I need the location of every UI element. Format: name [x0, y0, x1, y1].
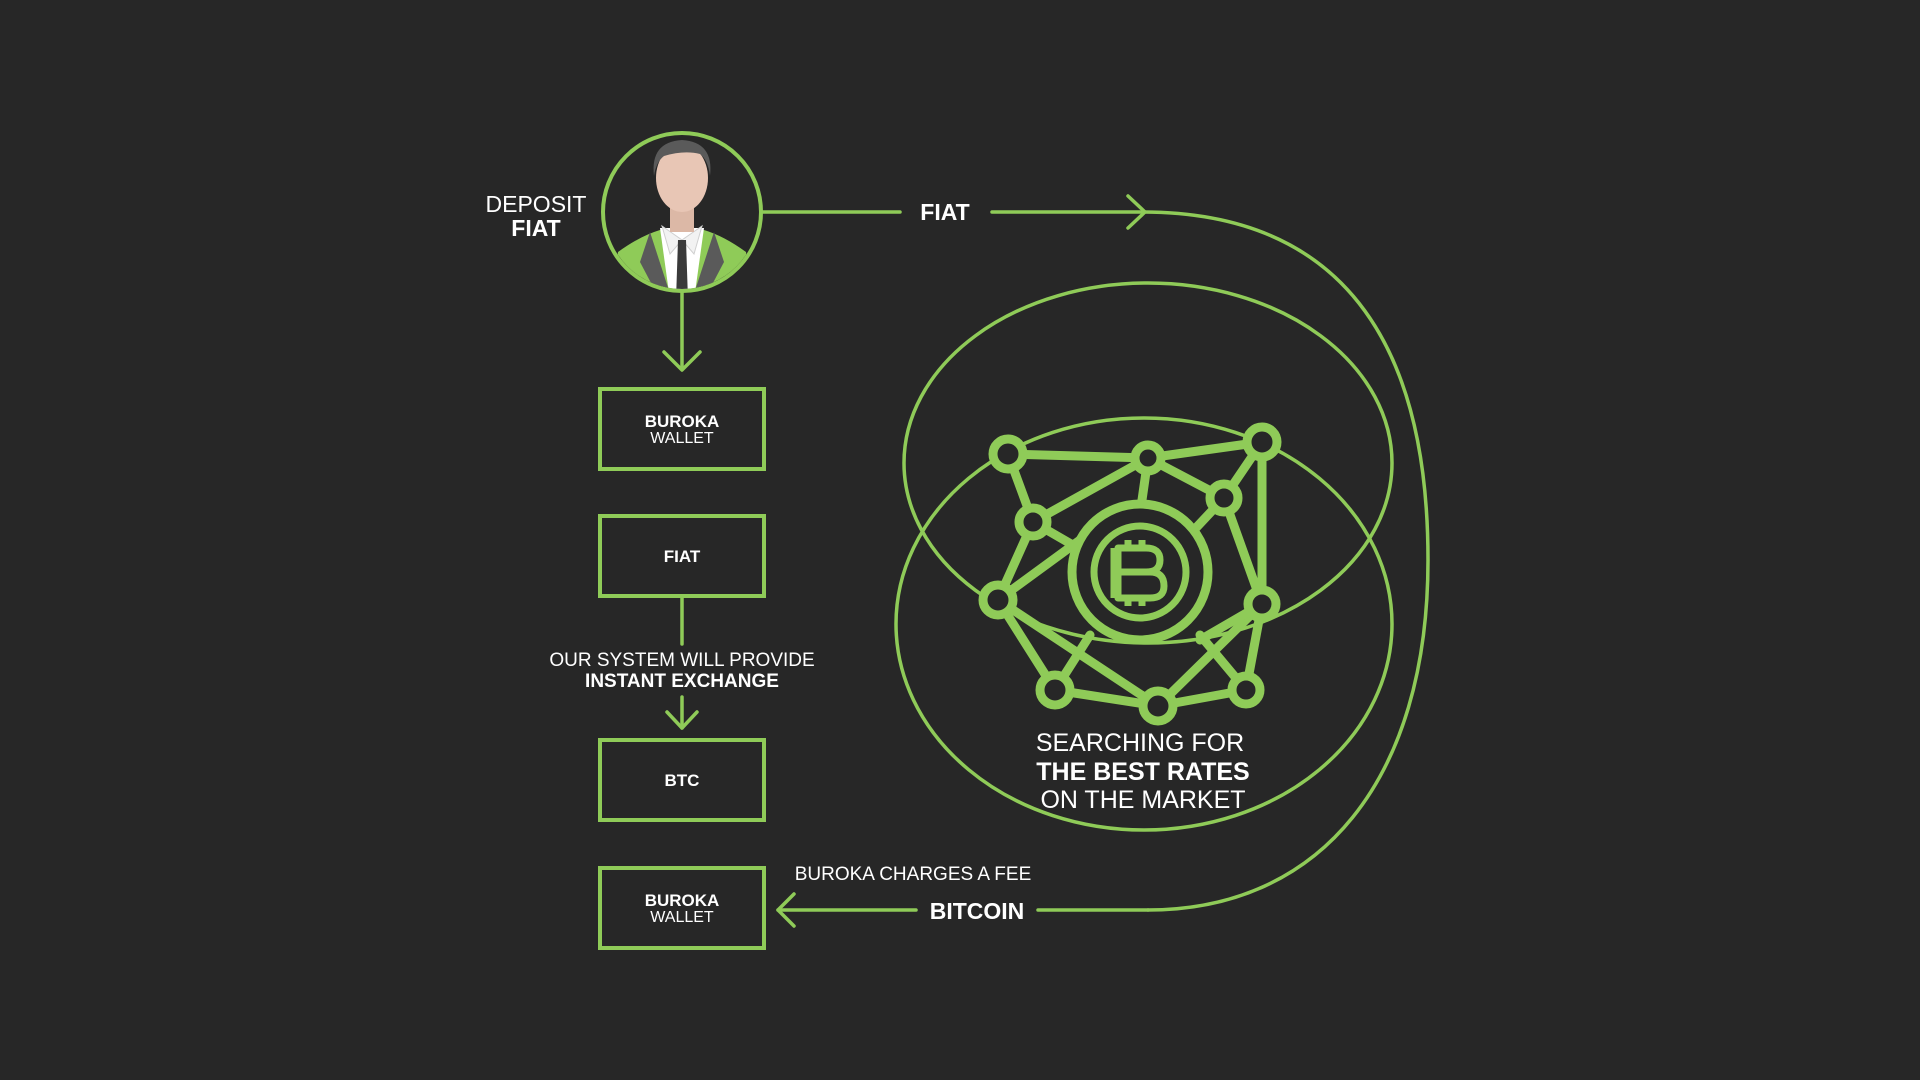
buroka-wallet-box-top: BUROKA WALLET	[598, 387, 766, 471]
bitcoin-symbol-icon	[1110, 540, 1168, 606]
down-arrow-1	[662, 290, 702, 372]
wallet-top-line1: BUROKA	[645, 412, 720, 431]
fee-note: BUROKA CHARGES A FEE	[795, 864, 1032, 885]
btc-box-label: BTC	[665, 771, 700, 790]
down-arrow-2	[665, 695, 699, 730]
deposit-label-line1: DEPOSIT	[486, 191, 587, 217]
wallet-top-line2: WALLET	[650, 430, 714, 447]
bitcoin-network-icon	[978, 422, 1282, 726]
fiat-box-label: FIAT	[664, 547, 701, 566]
wallet-bottom-line1: BUROKA	[645, 891, 720, 910]
bitcoin-flow-arrow	[776, 892, 1150, 928]
fiat-arrow-label: FIAT	[920, 199, 969, 225]
searching-line2: THE BEST RATES	[1036, 758, 1249, 786]
user-avatar-icon	[601, 131, 763, 293]
deposit-label-line2: FIAT	[511, 215, 560, 241]
searching-line3: ON THE MARKET	[1040, 786, 1245, 814]
searching-line1: SEARCHING FOR	[1036, 729, 1244, 757]
exchange-note-line1: OUR SYSTEM WILL PROVIDE	[549, 650, 814, 671]
buroka-wallet-box-bottom: BUROKA WALLET	[598, 866, 766, 950]
wallet-bottom-line2: WALLET	[650, 909, 714, 926]
fiat-box: FIAT	[598, 514, 766, 598]
bitcoin-arrow-label: BITCOIN	[930, 898, 1025, 924]
btc-box: BTC	[598, 738, 766, 822]
exchange-note-line2: INSTANT EXCHANGE	[585, 671, 779, 692]
